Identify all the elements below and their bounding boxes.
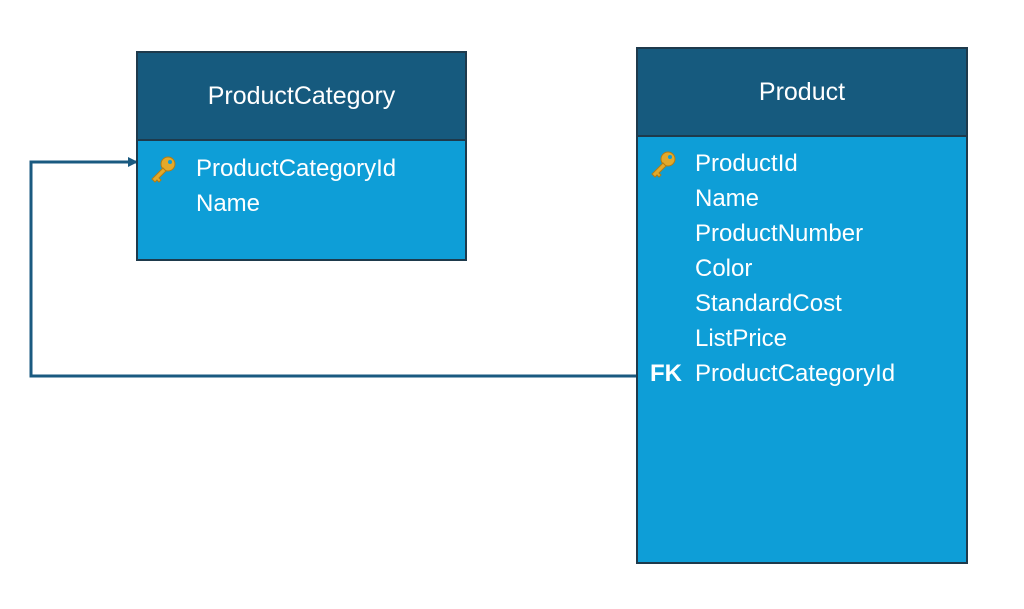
column-row[interactable]: ListPrice (638, 321, 966, 356)
product-category-columns: ProductCategoryId Name (138, 141, 465, 221)
column-name: ProductNumber (695, 220, 864, 247)
column-row[interactable]: FK ProductCategoryId (638, 356, 966, 391)
column-name: Name (695, 185, 760, 212)
column-row[interactable]: Color (638, 251, 966, 286)
primary-key-icon (151, 156, 176, 183)
column-name: ProductCategoryId (695, 360, 896, 387)
column-row[interactable]: ProductNumber (638, 216, 966, 251)
product-title: Product (638, 49, 966, 137)
primary-key-icon (651, 151, 676, 178)
column-name: ProductId (695, 150, 798, 177)
column-row[interactable]: Name (638, 181, 966, 216)
product-category-table[interactable]: ProductCategory ProductCategoryId Name (136, 51, 467, 261)
column-row[interactable]: ProductId (638, 146, 966, 181)
column-row[interactable]: StandardCost (638, 286, 966, 321)
column-name: ProductCategoryId (196, 155, 397, 182)
product-category-title: ProductCategory (138, 53, 465, 141)
column-name: Color (695, 255, 753, 282)
column-row[interactable]: Name (138, 186, 465, 221)
product-table[interactable]: Product ProductId Name ProductNumber Col… (636, 47, 968, 564)
column-name: StandardCost (695, 290, 842, 317)
column-name: ListPrice (695, 325, 788, 352)
column-name: Name (196, 190, 261, 217)
column-row[interactable]: ProductCategoryId (138, 151, 465, 186)
foreign-key-label: FK (650, 360, 682, 387)
product-columns: ProductId Name ProductNumber Color Stand… (638, 137, 966, 391)
